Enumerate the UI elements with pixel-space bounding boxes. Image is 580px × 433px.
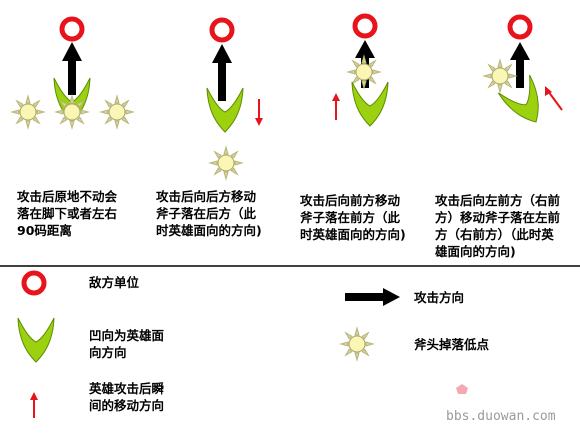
scenario-1-figure [11, 19, 134, 129]
axe-landing-sun-icon [100, 95, 134, 129]
watermark-text: bbs.duowan.com [446, 409, 556, 424]
legend-sun-icon [340, 327, 374, 361]
hero-move-arrow [332, 93, 340, 120]
scenario-2-figure [206, 20, 263, 180]
legend-attack-direction-label: 攻击方向 [414, 290, 465, 305]
enemy-unit-icon [355, 16, 375, 36]
scenario-1-caption: 攻击后原地不动会 落在脚下或者左右 90码距离 [17, 189, 118, 238]
axe-landing-sun-icon [11, 95, 45, 129]
legend-hero-move-label: 英雄攻击后瞬 间的移动方向 [89, 381, 165, 413]
scenario-4-caption: 攻击后向左前方（右前 方）移动斧子落在左前 方（右前方）（此时英 雄面向的方向) [435, 193, 561, 259]
enemy-unit-icon [212, 20, 232, 40]
legend-enemy-unit-icon [24, 273, 44, 293]
enemy-unit-icon [62, 19, 82, 39]
scenario-3-caption: 攻击后向前方移动 斧子落在前方（此 时英雄面向的方向) [300, 193, 406, 242]
scenario-4-figure [483, 17, 563, 132]
attack-direction-arrow [212, 44, 232, 101]
attack-direction-arrow [510, 42, 530, 88]
legend-enemy-unit-label: 敌方单位 [89, 275, 140, 290]
hero-move-arrow [545, 86, 563, 111]
legend-attack-direction-arrow [345, 288, 400, 306]
hero-move-arrow [255, 99, 263, 126]
legend-hero-move-arrow [30, 392, 38, 418]
enemy-unit-icon [510, 17, 530, 37]
watermark-logo [456, 384, 468, 394]
axe-landing-sun-icon [209, 146, 243, 180]
scenario-2-caption: 攻击后向后方移动 斧子落在后方（此 时英雄面向的方向) [156, 189, 262, 238]
legend-axe-landing-label: 斧头掉落低点 [414, 337, 490, 352]
axe-landing-sun-icon [55, 95, 89, 129]
scenario-3-figure [332, 16, 389, 127]
legend-hero-facing-label: 凹向为英雄面 向方向 [89, 328, 165, 360]
legend-crescent-icon [17, 317, 55, 363]
axe-landing-sun-icon [483, 59, 517, 93]
attack-direction-arrow [62, 42, 82, 95]
hero-facing-crescent-icon [351, 81, 389, 127]
